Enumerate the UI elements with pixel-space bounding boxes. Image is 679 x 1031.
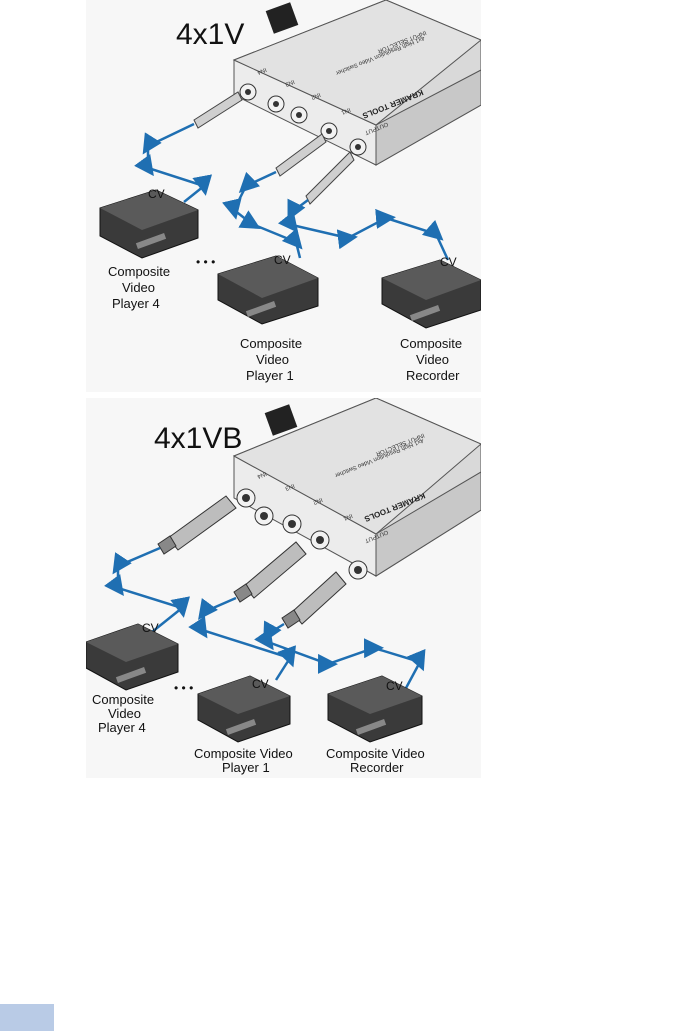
cv-label-player1: CV — [274, 253, 291, 267]
composite-video-player-1 — [197, 675, 291, 743]
cv-label-player1: CV — [252, 677, 269, 691]
rca-plug-player1 — [275, 133, 327, 177]
diagram-4x1v-svg: 4x1V 4x1 High Resolution Video Switcher … — [99, 0, 481, 383]
bnc-plug-player1 — [233, 541, 307, 603]
recorder-caption-line2: Recorder — [350, 760, 404, 775]
ellipsis: • • • — [174, 681, 193, 695]
recorder-caption-line1: Composite Video — [326, 746, 425, 761]
recorder-caption-line2: Video — [416, 352, 449, 367]
cv-label-player4: CV — [142, 621, 159, 635]
cv-label-recorder: CV — [440, 255, 457, 269]
player1-caption-line2: Player 1 — [222, 760, 270, 775]
switcher-device: 4x1 High Resolution Video Switcher INPUT… — [232, 398, 481, 580]
cable-recorder — [277, 198, 450, 261]
page-footer-tab — [0, 1004, 54, 1031]
bnc-port-in2[interactable] — [290, 106, 308, 124]
cable-player1 — [222, 170, 303, 259]
port-label-in2: IN2 — [310, 91, 322, 100]
port-label-in1: IN1 — [342, 512, 354, 521]
bnc-port-in2[interactable] — [282, 514, 302, 534]
cable-player4 — [134, 122, 213, 203]
switcher-device: 4x1 High Resolution Video Switcher INPUT… — [232, 0, 481, 166]
player4-caption-line2: Video — [108, 706, 141, 721]
port-label-in1: IN1 — [340, 106, 352, 115]
player1-caption-line1: Composite Video — [194, 746, 293, 761]
rca-plug-player4 — [193, 91, 243, 129]
ellipsis: • • • — [196, 255, 215, 269]
kramer-logo — [264, 404, 298, 436]
player1-caption-line2: Video — [256, 352, 289, 367]
bnc-port-in3[interactable] — [254, 506, 274, 526]
bnc-port-in4[interactable] — [239, 83, 257, 101]
bnc-plug-recorder — [281, 571, 347, 629]
player4-caption-line2: Video — [122, 280, 155, 295]
rca-plug-recorder — [305, 151, 355, 205]
cable-recorder — [254, 620, 426, 689]
cv-label-recorder: CV — [386, 679, 403, 693]
composite-video-player-1 — [217, 255, 319, 325]
port-label-in2: IN2 — [312, 496, 324, 505]
port-label-in4: IN4 — [256, 66, 268, 75]
composite-video-player-4 — [99, 189, 199, 259]
model-title: 4x1VB — [154, 422, 242, 455]
diagram-4x1v: 4x1V 4x1 High Resolution Video Switcher … — [86, 0, 481, 392]
cable-player1 — [188, 596, 296, 681]
bnc-port-output[interactable] — [349, 138, 367, 156]
bnc-plug-player4 — [157, 495, 237, 555]
diagram-4x1vb: 4x1VB 4x1 High Resolution Video Switcher… — [86, 398, 481, 778]
composite-video-player-4 — [86, 623, 179, 691]
bnc-port-in3[interactable] — [267, 95, 285, 113]
player4-caption-line1: Composite — [108, 264, 170, 279]
diagram-4x1vb-svg: 4x1VB 4x1 High Resolution Video Switcher… — [86, 398, 481, 775]
bnc-port-in1[interactable] — [320, 122, 338, 140]
recorder-caption-line3: Recorder — [406, 368, 460, 383]
player4-caption-line3: Player 4 — [98, 720, 146, 735]
recorder-caption-line1: Composite — [400, 336, 462, 351]
port-label-in4: IN4 — [256, 470, 268, 479]
player1-caption-line3: Player 1 — [246, 368, 294, 383]
player4-caption-line1: Composite — [92, 692, 154, 707]
port-label-in3: IN3 — [284, 78, 296, 87]
model-title: 4x1V — [176, 18, 244, 51]
cv-label-player4: CV — [148, 187, 165, 201]
kramer-logo — [265, 2, 299, 34]
player4-caption-line3: Player 4 — [112, 296, 160, 311]
bnc-port-in4[interactable] — [236, 488, 256, 508]
composite-video-recorder — [381, 259, 481, 329]
port-label-in3: IN3 — [284, 482, 296, 491]
bnc-port-in1[interactable] — [310, 530, 330, 550]
composite-video-recorder — [327, 675, 423, 743]
cable-player4 — [104, 546, 190, 633]
bnc-port-output[interactable] — [348, 560, 368, 580]
player1-caption-line1: Composite — [240, 336, 302, 351]
